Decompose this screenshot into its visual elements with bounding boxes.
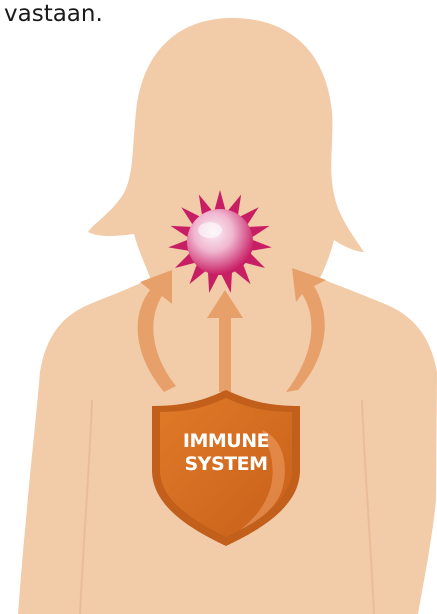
virus-body <box>187 209 253 275</box>
virus-highlight <box>198 222 222 238</box>
shield-label-line2: SYSTEM <box>185 453 268 475</box>
shield-label-line1: IMMUNE <box>183 430 269 452</box>
